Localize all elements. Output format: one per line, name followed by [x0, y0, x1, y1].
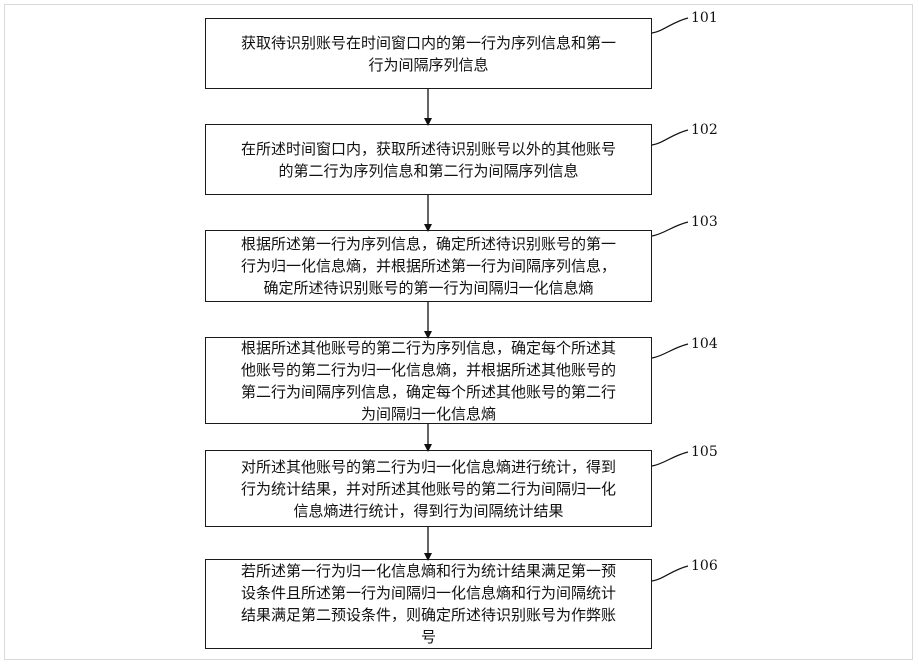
leader-106 [651, 565, 689, 582]
step-text-103: 根据所述第一行为序列信息，确定所述待识别账号的第一 行为归一化信息熵，并根据所述… [240, 235, 616, 297]
step-box-106: 若所述第一行为归一化信息熵和行为统计结果满足第一预 设条件且所述第一行为间隔归一… [205, 559, 652, 649]
step-number-106: 106 [691, 558, 718, 574]
leader-101 [651, 17, 689, 34]
step-box-103: 根据所述第一行为序列信息，确定所述待识别账号的第一 行为归一化信息熵，并根据所述… [205, 230, 652, 302]
step-box-104: 根据所述其他账号的第二行为序列信息，确定每个所述其 他账号的第二行为归一化信息熵… [205, 337, 652, 424]
step-text-106: 若所述第一行为归一化信息熵和行为统计结果满足第一预 设条件且所述第一行为间隔归一… [240, 562, 616, 646]
step-text-105: 对所述其他账号的第二行为归一化信息熵进行统计，得到 行为统计结果，并对所述其他账… [240, 457, 616, 520]
step-text-101: 获取待识别账号在时间窗口内的第一行为序列信息和第一 行为间隔序列信息 [240, 33, 616, 74]
leader-103 [651, 221, 689, 237]
step-number-104: 104 [691, 336, 718, 352]
figure-frame [4, 4, 913, 660]
step-number-103: 103 [691, 214, 718, 230]
step-number-102: 102 [691, 122, 718, 138]
step-number-101: 101 [691, 10, 718, 26]
leader-104 [651, 343, 689, 359]
leader-102 [651, 129, 689, 146]
step-text-104: 根据所述其他账号的第二行为序列信息，确定每个所述其 他账号的第二行为归一化信息熵… [240, 338, 616, 423]
step-box-102: 在所述时间窗口内，获取所述待识别账号以外的其他账号 的第二行为序列信息和第二行为… [205, 124, 652, 195]
step-text-102: 在所述时间窗口内，获取所述待识别账号以外的其他账号 的第二行为序列信息和第二行为… [240, 139, 616, 180]
step-box-101: 获取待识别账号在时间窗口内的第一行为序列信息和第一 行为间隔序列信息 [205, 18, 652, 89]
step-box-105: 对所述其他账号的第二行为归一化信息熵进行统计，得到 行为统计结果，并对所述其他账… [205, 450, 652, 527]
step-number-105: 105 [691, 444, 718, 460]
leader-105 [651, 451, 689, 467]
